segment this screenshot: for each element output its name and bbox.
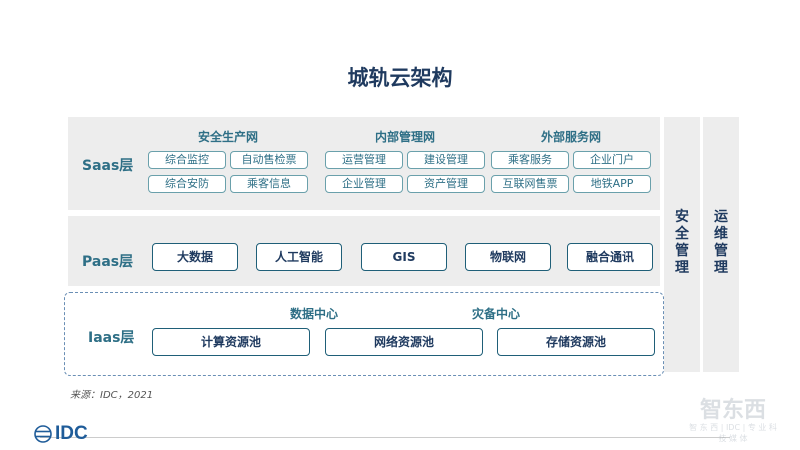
security-management-char: 理	[675, 260, 689, 276]
security-management-char: 安	[675, 209, 689, 225]
saas-item: 资产管理	[407, 175, 485, 193]
ops-management-char: 管	[714, 243, 728, 259]
ops-management-char: 运	[714, 209, 728, 225]
saas-item: 综合安防	[148, 175, 226, 193]
iaas-center-title: 灾备中心	[471, 307, 520, 321]
saas-item: 自动售检票	[230, 151, 308, 169]
saas-item: 综合监控	[148, 151, 226, 169]
paas-item: 人工智能	[256, 243, 342, 271]
saas-item: 企业门户	[573, 151, 651, 169]
saas-item: 互联网售票	[491, 175, 569, 193]
security-management-column	[664, 117, 700, 372]
security-management-char: 全	[675, 226, 689, 242]
paas-layer-label: Paas层	[82, 254, 134, 270]
saas-item: 乘客服务	[491, 151, 569, 169]
saas-item: 地铁APP	[573, 175, 651, 193]
paas-item: 融合通讯	[567, 243, 653, 271]
iaas-layer-label: Iaas层	[88, 330, 135, 346]
paas-item: GIS	[361, 243, 447, 271]
idc-logo: IDC	[34, 423, 88, 445]
saas-group-title: 内部管理网	[374, 130, 435, 144]
watermark-subtext: 智 东 西 | IDC | 专 业 科 技 媒 体	[689, 423, 777, 443]
watermark: 智东西 智 东 西 | IDC | 专 业 科 技 媒 体	[688, 392, 778, 443]
diagram-title: 城轨云架构	[347, 66, 453, 90]
source-note: 来源：IDC，2021	[70, 390, 154, 401]
iaas-center-title: 数据中心	[289, 307, 338, 321]
iaas-item: 计算资源池	[152, 328, 310, 356]
saas-group-title: 安全生产网	[197, 130, 258, 144]
ops-management-char: 理	[714, 260, 728, 276]
globe-icon	[34, 425, 52, 443]
saas-group-title: 外部服务网	[540, 130, 601, 144]
paas-item: 大数据	[152, 243, 238, 271]
iaas-item: 存储资源池	[497, 328, 655, 356]
watermark-text: 智东西	[699, 398, 766, 423]
ops-management-column	[703, 117, 739, 372]
security-management-char: 管	[675, 243, 689, 259]
saas-item: 运营管理	[325, 151, 403, 169]
saas-layer-label: Saas层	[82, 158, 134, 174]
iaas-item: 网络资源池	[325, 328, 483, 356]
ops-management-char: 维	[714, 226, 728, 242]
paas-item: 物联网	[465, 243, 551, 271]
saas-item: 乘客信息	[230, 175, 308, 193]
saas-item: 建设管理	[407, 151, 485, 169]
saas-item: 企业管理	[325, 175, 403, 193]
idc-logo-text: IDC	[55, 423, 88, 444]
footer-divider	[40, 437, 730, 438]
